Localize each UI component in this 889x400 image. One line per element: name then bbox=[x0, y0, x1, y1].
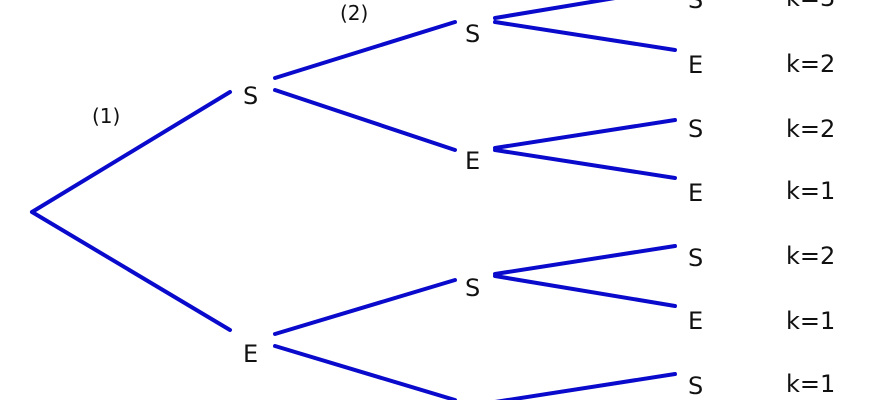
k-label-6: k=1 bbox=[786, 307, 835, 335]
k-label-7: k=1 bbox=[786, 370, 835, 398]
stage-label-1: (1) bbox=[92, 104, 120, 128]
branch-e-to-es bbox=[273, 278, 457, 336]
node-level1-e: E bbox=[243, 340, 258, 368]
branch-es-to-ess bbox=[493, 244, 677, 276]
k-label-1: k=3 bbox=[786, 0, 835, 12]
leaf-6: E bbox=[688, 307, 703, 335]
k-label-5: k=2 bbox=[786, 242, 835, 270]
branch-ee-to-ees bbox=[494, 372, 677, 400]
branch-s-to-se bbox=[273, 88, 457, 152]
k-label-3: k=2 bbox=[786, 115, 835, 143]
branch-ss-to-sse bbox=[493, 20, 677, 52]
leaf-4: E bbox=[688, 179, 703, 207]
node-level2-es: S bbox=[465, 274, 480, 302]
node-level1-s: S bbox=[243, 82, 258, 110]
node-level2-se: E bbox=[465, 147, 480, 175]
k-label-2: k=2 bbox=[786, 50, 835, 78]
k-label-4: k=1 bbox=[786, 177, 835, 205]
leaf-7: S bbox=[688, 372, 703, 400]
branch-se-to-see bbox=[493, 148, 677, 180]
branch-e-to-ee bbox=[273, 344, 457, 400]
branch-se-to-ses bbox=[493, 118, 677, 150]
leaf-5: S bbox=[688, 244, 703, 272]
branch-ss-to-sss bbox=[493, 0, 616, 20]
branch-root-to-s bbox=[30, 90, 232, 214]
stage-label-2: (2) bbox=[340, 1, 368, 25]
leaf-3: S bbox=[688, 115, 703, 143]
node-level2-ss: S bbox=[465, 20, 480, 48]
leaf-2: E bbox=[688, 51, 703, 79]
branch-s-to-ss bbox=[273, 20, 457, 80]
branch-root-to-e bbox=[30, 210, 232, 332]
branch-es-to-ese bbox=[493, 274, 677, 308]
leaf-1: S bbox=[688, 0, 703, 14]
